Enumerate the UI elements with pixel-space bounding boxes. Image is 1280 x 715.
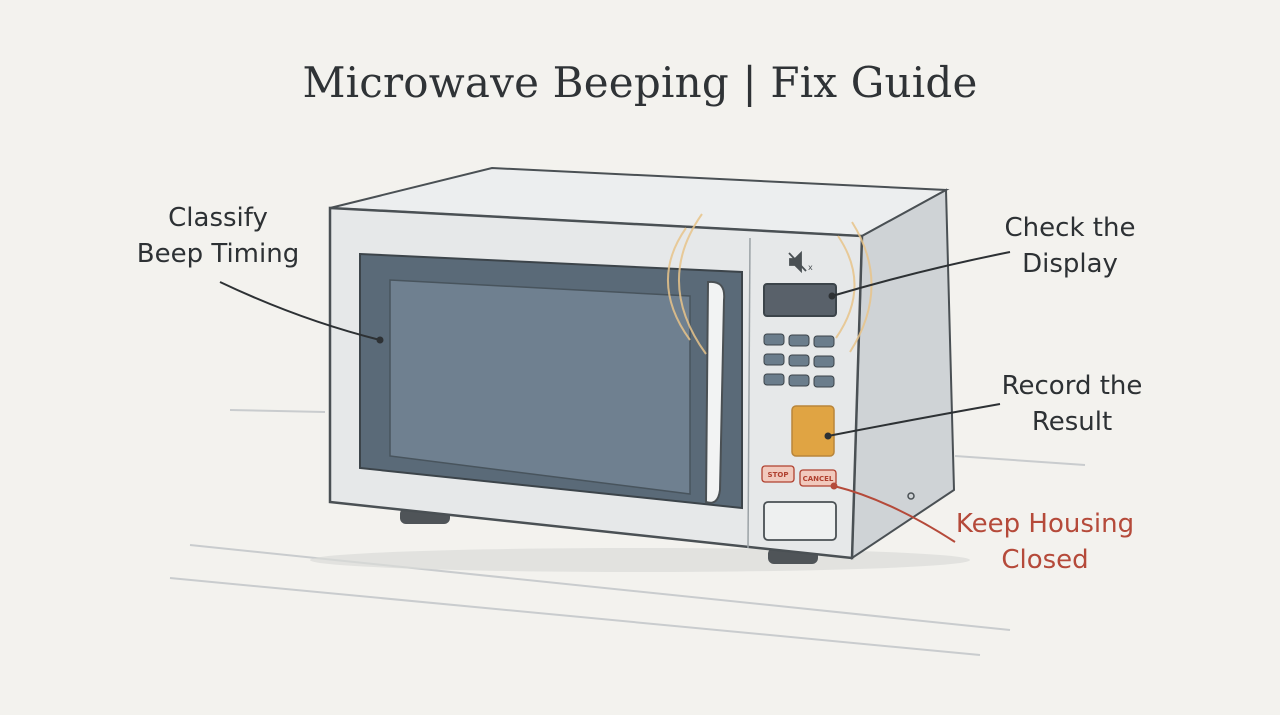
cancel-button-label: CANCEL [803,475,834,483]
microwave-side [850,188,956,560]
callout-display-line2: Display [1022,249,1118,279]
start-button[interactable] [791,405,835,457]
callout-classify-beep-timing: Classify Beep Timing [128,200,308,272]
page-title: Microwave Beeping | Fix Guide [302,58,978,107]
callout-record-result: Record the Result [990,368,1154,440]
callout-check-display: Check the Display [990,210,1150,282]
callout-keep-housing-closed: Keep Housing Closed [950,506,1140,578]
keypad [763,333,835,388]
svg-text:x: x [808,263,813,272]
callout-record-line1: Record the [1001,371,1143,401]
display-screen [763,283,837,317]
callout-classify-line1: Classify [168,203,268,233]
callout-housing-line2: Closed [1001,545,1089,575]
callout-classify-line2: Beep Timing [136,239,300,269]
door-release-button[interactable] [763,501,837,541]
door-window [389,279,691,495]
cancel-button[interactable] [799,469,837,487]
callout-leaders [219,251,1011,543]
sound-waves [667,213,873,355]
stop-button[interactable] [761,465,795,483]
callout-display-line1: Check the [1004,213,1136,243]
door-handle [704,280,726,504]
callout-record-line2: Result [1031,407,1113,437]
speaker-mute-icon: x [788,250,813,274]
callout-housing-line1: Keep Housing [955,509,1135,539]
stop-button-label: STOP [768,471,789,479]
